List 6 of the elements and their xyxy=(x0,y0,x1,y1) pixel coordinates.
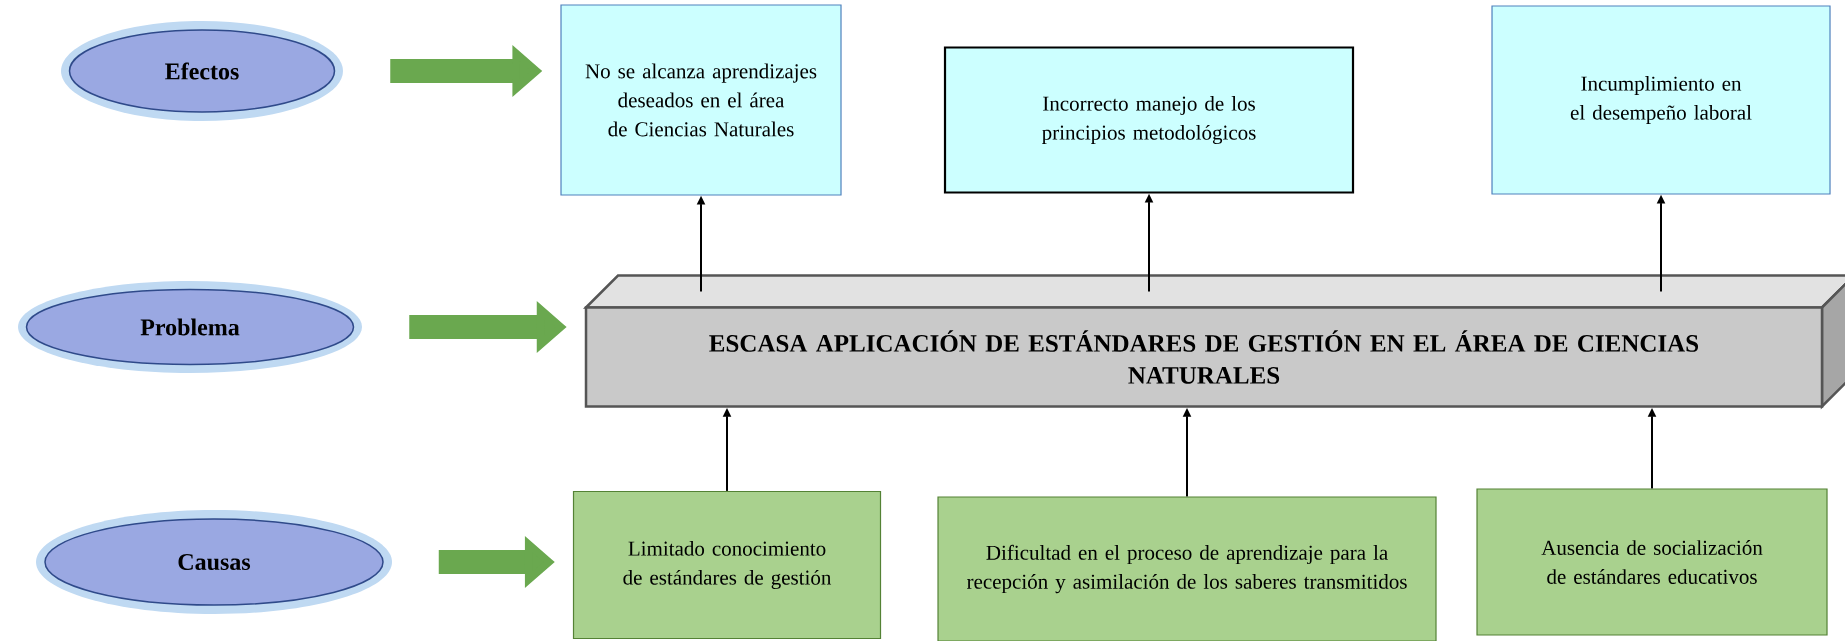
text-box: Limitado conocimiento de estándares de gestión xyxy=(572,490,882,640)
text-box: Dificultad en el proceso de aprendizaje para la recepción y asimilación de los saberes transmitidos xyxy=(937,496,1437,641)
text-box: No se alcanza aprendizajes deseados en el área de Ciencias Naturales xyxy=(560,4,842,196)
text-box: Ausencia de socialización de estándares educativos xyxy=(1476,488,1828,636)
text-box: Incumplimiento en el desempeño laboral xyxy=(1491,5,1831,195)
text-box: Incorrecto manejo de los principios metodológicos xyxy=(943,46,1355,194)
